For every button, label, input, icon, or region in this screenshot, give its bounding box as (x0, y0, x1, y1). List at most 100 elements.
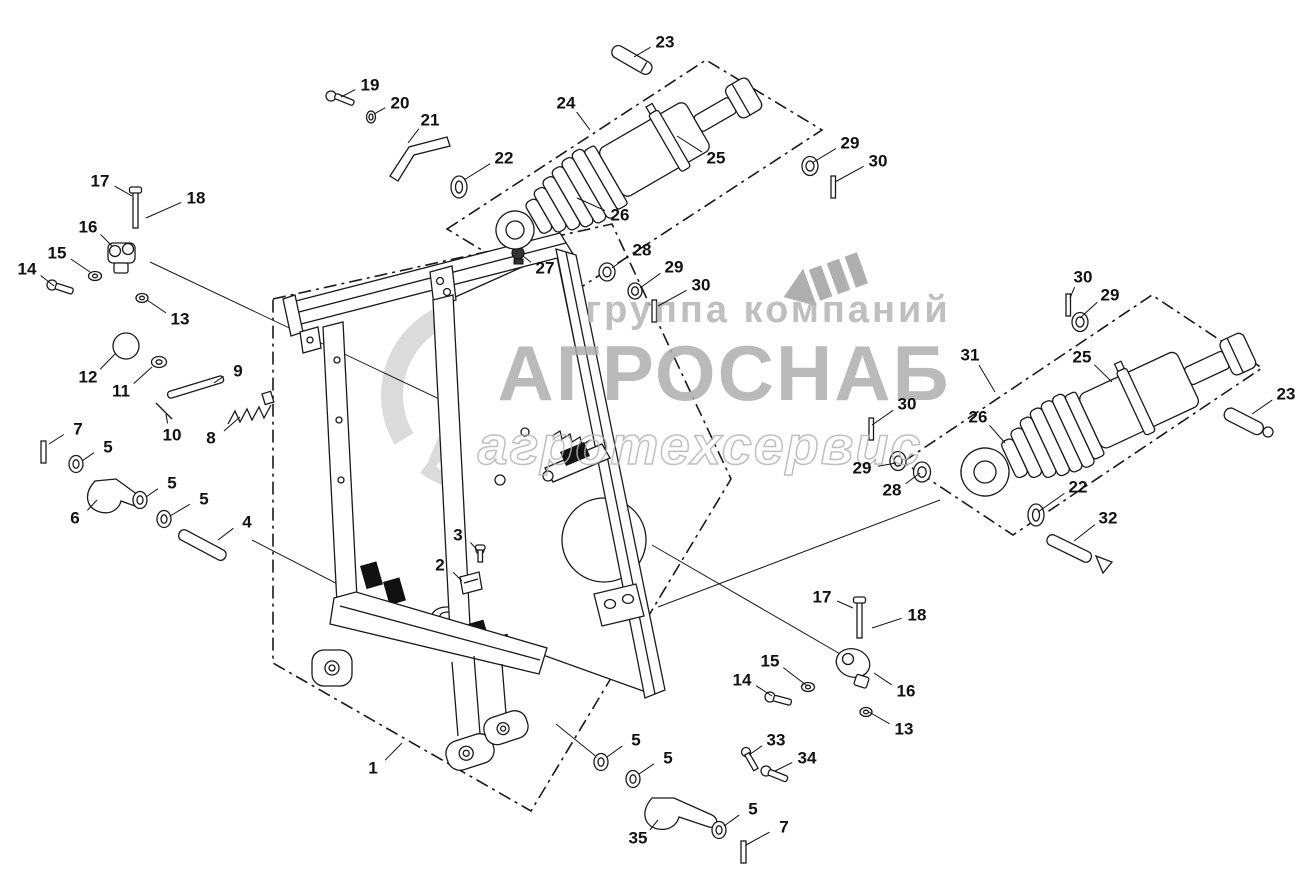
callout-16: 16 (897, 682, 916, 701)
part-oring-29-top (627, 282, 643, 300)
part-spring-8 (227, 390, 275, 425)
part-pin-30-top (651, 299, 658, 323)
callout-28: 28 (883, 481, 902, 500)
part-washer-11 (150, 355, 168, 369)
callout-leader-line (638, 763, 655, 775)
callout-leader-line (978, 364, 996, 393)
callout-17: 17 (91, 172, 110, 191)
callout-leader-line (470, 542, 479, 552)
part-washer-20 (365, 110, 377, 124)
part-bolt-14-left (46, 279, 74, 295)
part-ring-5-left-2 (132, 490, 148, 510)
callout-23: 23 (656, 33, 675, 52)
callout-6: 6 (70, 509, 79, 528)
part-oring-28-right (912, 461, 932, 483)
part-bolt-17-left (128, 186, 143, 229)
watermark-text: группа компаний АГРОСНАБ агротехсервис (477, 289, 950, 477)
part-clevis-bracket-16-right (835, 648, 871, 689)
part-bolt-3 (474, 544, 486, 563)
callout-25: 25 (1073, 348, 1092, 367)
part-bolt-34 (760, 765, 789, 783)
watermark-line-3: агротехсервис (478, 416, 923, 476)
callout-leader-line (373, 107, 386, 115)
callout-29: 29 (841, 134, 860, 153)
callout-leader-line (576, 197, 606, 212)
callout-leader-line (905, 472, 921, 485)
callout-26: 26 (969, 408, 988, 427)
callout-leader-line (1073, 524, 1096, 542)
callout-26: 26 (611, 206, 630, 225)
part-ring-5-left-1 (68, 454, 84, 474)
watermark-line-1: группа компаний (585, 289, 950, 331)
part-washer-15-right (800, 681, 816, 693)
part-ball-12 (112, 332, 140, 360)
part-ring-5-bottom-2 (625, 769, 641, 789)
callout-17: 17 (813, 588, 832, 607)
callout-leader-line (1093, 364, 1113, 383)
callout-leader-line (633, 46, 651, 58)
callout-leader-line (384, 742, 403, 761)
callout-7: 7 (73, 420, 82, 439)
callout-leader-line (40, 275, 55, 287)
callout-leader-line (48, 434, 65, 445)
part-bolt-14-right (764, 691, 793, 706)
callout-23: 23 (1277, 385, 1296, 404)
callout-leader-line (611, 255, 629, 269)
callout-leader-line (217, 527, 234, 541)
part-ring-5-bottom-1 (593, 752, 609, 772)
part-pin-4 (177, 529, 227, 562)
part-ring-5-left-3 (156, 509, 172, 529)
callout-leader-line (81, 452, 95, 462)
callout-5: 5 (199, 490, 208, 509)
callout-7: 7 (779, 818, 788, 837)
callout-leader-line (649, 819, 659, 831)
part-bolt-19 (325, 90, 355, 106)
callout-16: 16 (79, 218, 98, 237)
part-washer-13-right (859, 706, 873, 718)
callout-21: 21 (421, 111, 440, 130)
main-frame-drawing (282, 232, 666, 771)
callout-leader-line (463, 163, 491, 181)
callout-leader-line (723, 814, 740, 827)
callout-leader-line (1079, 301, 1098, 319)
callout-30: 30 (692, 276, 711, 295)
callout-leader-line (146, 299, 167, 314)
callout-29: 29 (665, 258, 684, 277)
part-pin-30-right-lower (868, 417, 875, 441)
callout-leader-line (70, 258, 91, 273)
callout-leader-line (873, 672, 893, 686)
callout-leader-line (340, 89, 356, 98)
callout-1: 1 (368, 759, 377, 778)
callout-12: 12 (79, 368, 98, 387)
callout-leader-line (755, 685, 773, 697)
callout-15: 15 (48, 244, 67, 263)
part-pin-30-right-upper (1065, 293, 1072, 317)
callout-leader-line (133, 366, 153, 385)
callout-leader-line (576, 111, 591, 131)
callout-13: 13 (171, 310, 190, 329)
callout-leader-line (145, 201, 182, 219)
callout-14: 14 (18, 260, 37, 279)
part-pin-23-top (611, 44, 653, 76)
part-ring-22-left (450, 175, 468, 199)
callout-5: 5 (167, 474, 176, 493)
part-washer-15-left (87, 270, 103, 282)
part-clip-2 (459, 571, 483, 595)
callout-31: 31 (961, 346, 980, 365)
callout-leader-line (169, 503, 190, 517)
part-oring-28-top (598, 262, 616, 282)
part-pin-7-left (40, 440, 47, 464)
part-nut-27 (511, 246, 525, 265)
callout-28: 28 (633, 241, 652, 260)
part-pin-7-right (740, 840, 747, 864)
callout-leader-line (774, 762, 793, 772)
part-pin-30-topright (830, 175, 837, 199)
callout-34: 34 (798, 749, 817, 768)
part-right-hydraulic-cylinder (960, 332, 1257, 497)
callout-leader-line (114, 185, 133, 197)
callout-leader-line (1037, 492, 1065, 513)
callout-leader-line (213, 375, 224, 384)
callout-13: 13 (895, 720, 914, 739)
callout-30: 30 (898, 395, 917, 414)
